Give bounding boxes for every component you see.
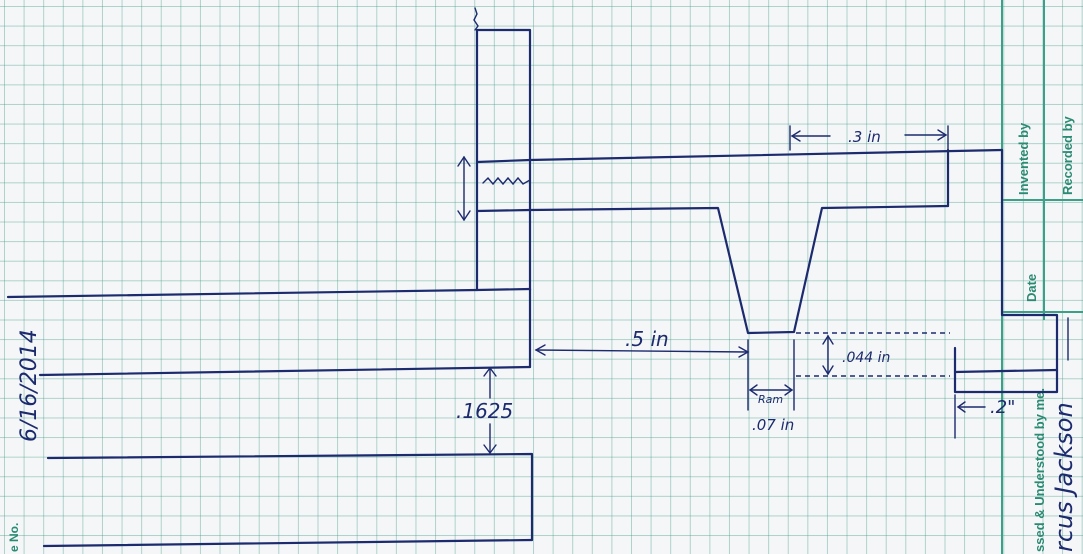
arrowhead <box>784 384 794 396</box>
arrowhead <box>483 444 497 455</box>
dimension-channel-bottom-label: Ram <box>758 393 783 406</box>
dimension-right-step: .2" <box>990 397 1015 418</box>
right-step-line <box>953 368 1059 374</box>
arrowhead <box>534 344 546 356</box>
dimension-channel-offset: .5 in <box>625 327 669 351</box>
page-number-label: e No. <box>7 523 21 552</box>
break-mark <box>482 176 531 186</box>
date-label: Date <box>1024 274 1039 302</box>
witnessed-label: ssed & Understood by me. <box>1032 388 1047 552</box>
arrowhead <box>790 130 801 142</box>
arrowhead <box>937 129 948 141</box>
arrowhead <box>457 210 471 222</box>
arrowhead <box>822 365 834 376</box>
rail-top-edge <box>475 148 1004 164</box>
post-outline <box>475 28 532 292</box>
rail-channel-edge <box>475 204 950 335</box>
dimension-channel-depth: .044 in <box>842 350 890 366</box>
arrowhead <box>457 155 471 167</box>
dimension-channel-bottom: .07 in <box>752 416 794 434</box>
lower-piece-bottom <box>42 538 534 548</box>
slab-top-edge <box>6 287 532 299</box>
recorded-by-label: Recorded by <box>1060 115 1075 195</box>
arrowhead <box>956 401 966 413</box>
arrowhead <box>822 334 834 345</box>
dimension-lines <box>457 125 1069 455</box>
break-mark <box>473 7 479 31</box>
lower-piece-top <box>46 452 534 542</box>
handwritten-date: 6/16/2014 <box>17 329 42 442</box>
arrowhead <box>748 384 758 396</box>
dimension-arrow <box>535 349 749 353</box>
right-step-outline <box>953 148 1059 394</box>
arrowhead <box>483 366 497 377</box>
dimension-top-width: .3 in <box>848 128 881 146</box>
part-outline <box>6 7 1059 548</box>
dimension-gap: .1625 <box>456 399 513 423</box>
notebook-form: Invented by Recorded by Date ssed & Unde… <box>7 0 1083 554</box>
slab-bottom-edge <box>38 365 532 377</box>
handwritten-signature: rcus Jackson <box>1050 402 1078 552</box>
invented-by-label: Invented by <box>1016 122 1031 195</box>
